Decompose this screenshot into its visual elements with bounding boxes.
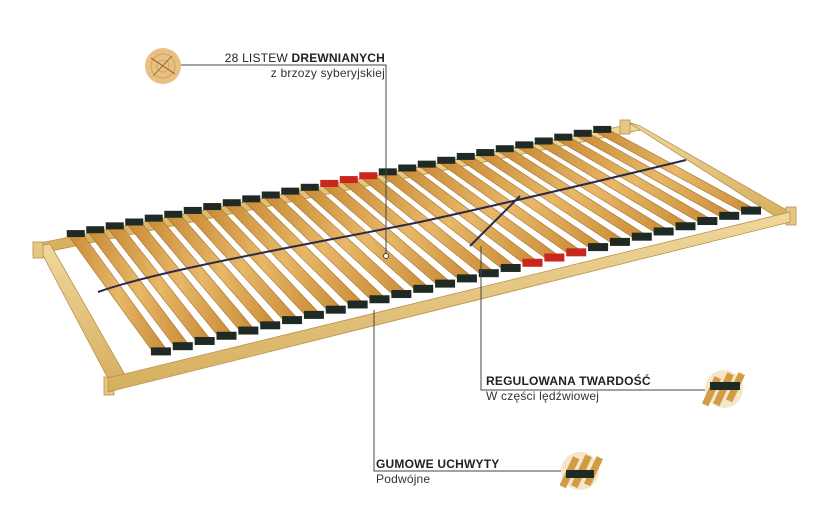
rubber-holder [86, 226, 105, 234]
leader-dot-slats [383, 253, 389, 259]
wood-cross-section-icon [145, 48, 181, 84]
rubber-holder [435, 279, 456, 288]
adjuster-strap [469, 195, 521, 247]
rubber-holder [300, 183, 319, 191]
callout-firmness: REGULOWANA TWARDOŚĆ W części lędźwiowej [486, 374, 651, 404]
rubber-holder [456, 274, 477, 283]
rubber-holder [719, 211, 740, 220]
rubber-holder [476, 149, 495, 157]
rubber-holder [653, 227, 674, 236]
callout-slats-subtitle: z brzozy syberyjskiej [270, 66, 385, 80]
rubber-holder [150, 347, 171, 356]
rubber-holder [391, 290, 412, 299]
slats [66, 125, 762, 356]
callout-firmness-title: REGULOWANA TWARDOŚĆ [486, 374, 651, 388]
slat-strap [97, 159, 687, 293]
rubber-holder [261, 191, 280, 199]
rubber-holder [216, 331, 237, 340]
callout-slats: 28 LISTEW DREWNIANYCH z brzozy syberyjsk… [217, 51, 385, 81]
rubber-holder [495, 145, 514, 153]
rubber-holder [593, 125, 612, 133]
rubber-holder [203, 203, 222, 211]
rubber-holder [515, 141, 534, 149]
rubber-holder [534, 137, 553, 145]
rubber-holder [238, 326, 259, 335]
callout-slats-title: 28 LISTEW DREWNIANYCH [217, 51, 385, 66]
rubber-holder [172, 342, 193, 351]
rubber-holder [369, 295, 390, 304]
rubber-holder [105, 222, 124, 230]
callout-holders: GUMOWE UCHWYTY Podwójne [376, 457, 499, 487]
firmness-adjuster [359, 172, 378, 180]
rubber-holder [588, 243, 609, 252]
rubber-holder [222, 199, 241, 207]
rubber-holder [303, 310, 324, 319]
callout-slats-title-bold: DREWNIANYCH [291, 51, 385, 65]
callout-firmness-subtitle: W części lędźwiowej [486, 389, 600, 403]
rubber-holder [378, 168, 397, 176]
rubber-holder [573, 129, 592, 137]
firmness-adjuster [320, 179, 339, 187]
callout-holders-subtitle: Podwójne [376, 472, 431, 486]
rubber-holder [347, 300, 368, 309]
rubber-holder [609, 237, 630, 246]
rubber-holder [125, 218, 144, 226]
rubber-holder [741, 206, 762, 215]
rubber-holder [631, 232, 652, 241]
rubber-holder [554, 133, 573, 141]
rubber-holder [413, 284, 434, 293]
frame-front-rail [107, 211, 791, 393]
callout-holders-title: GUMOWE UCHWYTY [376, 457, 500, 471]
firmness-adjuster [339, 176, 358, 184]
firmness-adjuster [544, 253, 565, 262]
leader-lines [180, 64, 705, 472]
rubber-holder [456, 152, 475, 160]
rubber-holder [478, 269, 499, 278]
leader-line-slats [180, 64, 387, 256]
rubber-holder [697, 217, 718, 226]
leader-line-holders [373, 310, 562, 472]
rubber-holder [398, 164, 417, 172]
slat-adjuster-icon [701, 370, 745, 408]
frame-corner-back-right [619, 119, 631, 135]
rubber-holder [164, 210, 183, 218]
rubber-holder [325, 305, 346, 314]
rubber-holder [260, 321, 281, 330]
rubber-holder [281, 187, 300, 195]
rubber-holder [282, 316, 303, 325]
leader-line-firmness [480, 246, 705, 391]
rubber-holder [242, 195, 261, 203]
rubber-holder [144, 214, 163, 222]
rubber-holder [417, 160, 436, 168]
callout-slats-title-plain: 28 LISTEW [224, 51, 292, 65]
rubber-holder [500, 263, 521, 272]
firmness-adjuster [522, 258, 543, 267]
rubber-holder [437, 156, 456, 164]
rubber-holder [183, 206, 202, 214]
rubber-holder [66, 230, 85, 238]
rubber-holder [675, 222, 696, 231]
rubber-holder-icon [559, 452, 603, 490]
firmness-adjuster [566, 248, 587, 257]
rubber-holder [194, 336, 215, 345]
frame-corner-back-left [32, 241, 44, 259]
